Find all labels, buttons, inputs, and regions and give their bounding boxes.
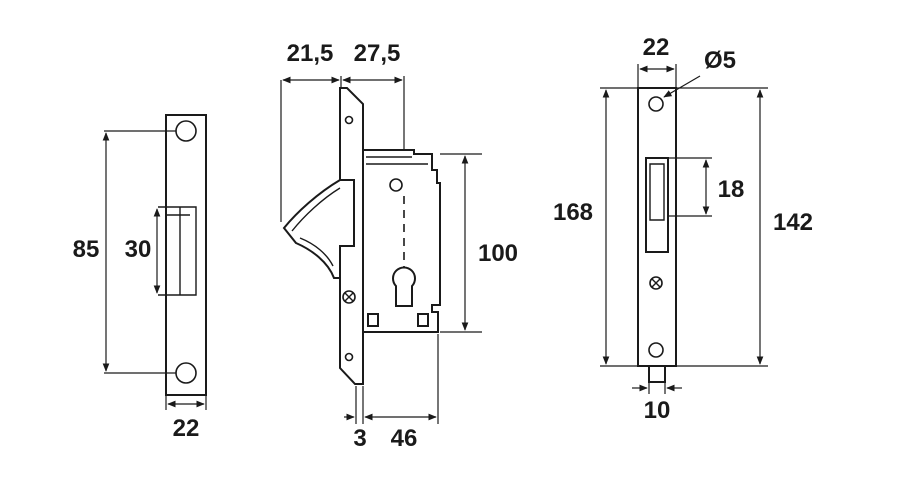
body-height-label: 100 [478, 240, 518, 267]
hook-bolt-slot [645, 157, 669, 253]
front-top-screw-hole [648, 96, 664, 112]
hook-opening-label: 18 [718, 176, 745, 203]
case-depth-label: 46 [391, 425, 418, 452]
bolt-width-label: 10 [644, 397, 671, 424]
lock-front-view: 22 Ø5 168 18 142 10 [553, 34, 813, 424]
striker-opening-label: 30 [125, 236, 152, 263]
case-bottom-lug-left [367, 313, 379, 327]
hook-reach-label: 21,5 [287, 40, 334, 67]
case-bottom-lug-right [417, 313, 429, 327]
hook-bolt [282, 179, 355, 279]
faceplate-length-label: 168 [553, 199, 593, 226]
lock-case-body [361, 149, 441, 333]
bottom-bolt-tab [648, 365, 666, 383]
front-width-label: 22 [643, 34, 670, 61]
striker-plate-view: 85 30 22 [73, 114, 207, 442]
cylinder-keyhole [392, 266, 416, 307]
faceplate-thickness-label: 3 [353, 425, 366, 452]
backset-label: 27,5 [354, 40, 401, 67]
striker-width-label: 22 [173, 415, 200, 442]
striker-top-screw-hole [175, 120, 197, 142]
screw-spacing-label: 142 [773, 209, 813, 236]
striker-height-label: 85 [73, 236, 100, 263]
hole-diameter-leader [663, 75, 701, 98]
hole-diameter-label: Ø5 [704, 47, 736, 74]
striker-bottom-screw-hole [175, 362, 197, 384]
lock-side-view: 21,5 27,5 100 3 46 [280, 40, 518, 452]
striker-plate-outline [165, 114, 207, 396]
case-top-hole [389, 178, 403, 192]
front-bottom-screw-hole [648, 342, 664, 358]
striker-opening [158, 206, 197, 296]
